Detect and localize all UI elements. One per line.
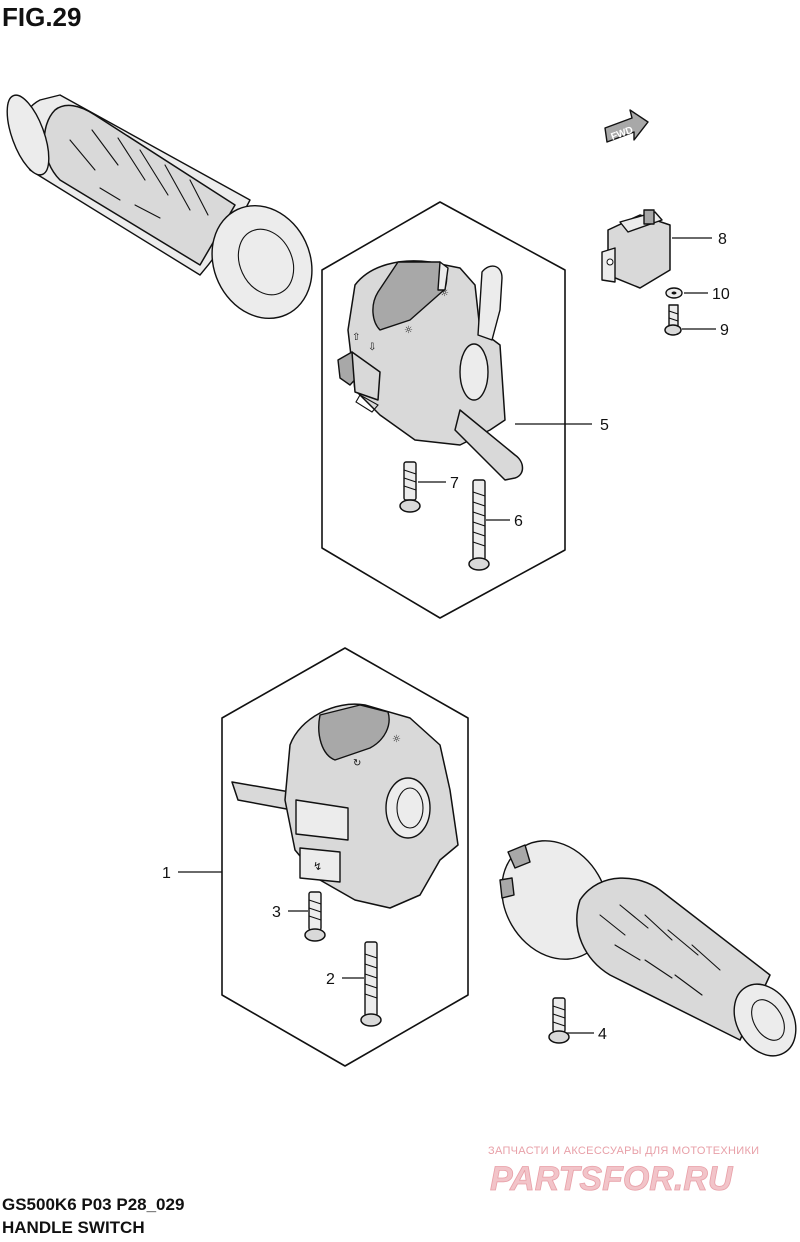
screw-3-part[interactable]: [304, 891, 326, 942]
left-grip-part[interactable]: [0, 90, 330, 335]
throttle-grip-part[interactable]: [481, 821, 800, 1067]
screw-9-part[interactable]: [664, 304, 682, 336]
washer-10-part[interactable]: [665, 287, 683, 299]
watermark-brand: PARTSFOR.RU: [490, 1160, 734, 1198]
callout-3: 3: [272, 904, 281, 921]
callout-5: 5: [600, 417, 609, 434]
switch-8-part[interactable]: [601, 209, 671, 289]
callout-10: 10: [712, 286, 730, 303]
screw-6-part[interactable]: [468, 479, 490, 571]
forward-direction-marker: FWD: [604, 109, 649, 143]
model-code: GS500K6 P03 P28_029: [2, 1195, 185, 1214]
section-name: HANDLE SWITCH: [2, 1218, 145, 1237]
callout-4: 4: [598, 1026, 607, 1043]
screw-4-part[interactable]: [548, 997, 570, 1044]
arrow-left-icon: ⇧: [352, 332, 360, 343]
watermark-tagline: ЗАПЧАСТИ И АКСЕССУАРЫ ДЛЯ МОТОТЕХНИКИ: [488, 1145, 760, 1157]
callout-1: 1: [162, 865, 171, 882]
callout-2: 2: [326, 971, 335, 988]
rotate-icon: ↻: [353, 758, 361, 769]
figure-title: FIG.29: [2, 2, 82, 32]
arrow-right-icon: ⇩: [368, 342, 376, 353]
left-switch-group-outline: [221, 647, 469, 1067]
horn-icon: ↯: [313, 860, 322, 873]
light-icon: ☼: [404, 325, 413, 336]
callout-6: 6: [514, 513, 523, 530]
callout-7: 7: [450, 475, 459, 492]
right-handle-switch-part[interactable]: ☼ ☼ ⇧ ⇩: [337, 260, 524, 481]
left-handle-switch-part[interactable]: ↯ ↻ ☼: [231, 703, 459, 909]
screw-2-part[interactable]: [360, 941, 382, 1027]
callout-9: 9: [720, 322, 729, 339]
screw-7-part[interactable]: [399, 461, 421, 513]
right-switch-group-outline: [321, 201, 566, 619]
light-icon: ☼: [392, 734, 401, 745]
light-icon: ☼: [440, 288, 449, 299]
callout-8: 8: [718, 231, 727, 248]
